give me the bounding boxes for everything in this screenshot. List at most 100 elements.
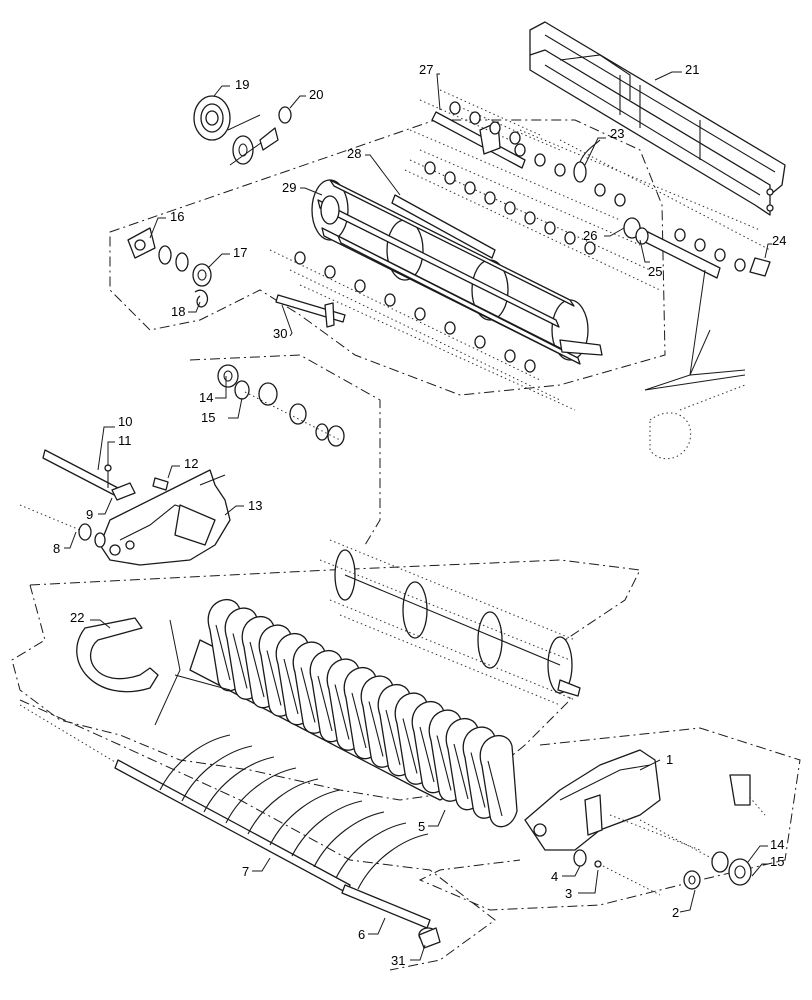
callouts: 1 2 3 4 5 6 7 8 9 10 11 12 13 xyxy=(53,62,786,968)
tine xyxy=(159,734,231,791)
callout-23: 23 xyxy=(610,126,624,141)
guide-rib-slot xyxy=(419,726,435,783)
leader-lines xyxy=(154,269,706,726)
ring xyxy=(584,241,596,255)
callout-4: 4 xyxy=(551,869,558,884)
ring xyxy=(554,163,566,177)
right-fastener-rows xyxy=(609,774,766,861)
callout-15-lower: 15 xyxy=(770,854,784,869)
guide-rib-slot xyxy=(300,667,316,723)
ring xyxy=(484,191,496,205)
tine xyxy=(225,767,297,824)
callout-16: 16 xyxy=(170,209,184,224)
guide-rib-slot xyxy=(232,633,248,689)
bracket-part-13 xyxy=(99,469,231,566)
callout-14-lower: 14 xyxy=(770,837,784,852)
spring-part-23 xyxy=(573,161,587,183)
shaft-part-6 xyxy=(341,884,431,929)
callout-25: 25 xyxy=(648,264,662,279)
guide-rib-slot xyxy=(385,709,401,766)
bolt-part-8 xyxy=(19,504,106,548)
ring xyxy=(534,153,546,167)
ring xyxy=(469,111,481,125)
callout-26: 26 xyxy=(583,228,597,243)
callout-29: 29 xyxy=(282,180,296,195)
ring xyxy=(594,183,606,197)
callout-19: 19 xyxy=(235,77,249,92)
guide-part-5 xyxy=(189,599,518,828)
guide-rib-slot xyxy=(368,701,384,757)
ring xyxy=(354,279,366,293)
shaft-part-10 xyxy=(42,449,123,499)
callout-17: 17 xyxy=(233,245,247,260)
callout-20: 20 xyxy=(309,87,323,102)
ring xyxy=(514,143,526,157)
hardware-part-16 xyxy=(127,227,189,272)
ghost-bracket xyxy=(644,329,746,460)
upper-rings xyxy=(294,101,746,373)
callout-13: 13 xyxy=(248,498,262,513)
callout-3: 3 xyxy=(565,886,572,901)
ring xyxy=(674,228,686,242)
bolt-part-3 xyxy=(594,860,661,896)
tine xyxy=(181,745,253,802)
ring xyxy=(734,258,746,272)
assembly-boundaries xyxy=(11,119,801,971)
ring xyxy=(414,307,426,321)
bracket-part-1 xyxy=(524,749,661,851)
callout-12: 12 xyxy=(184,456,198,471)
guide-rib-slot xyxy=(470,752,486,808)
ring xyxy=(714,248,726,262)
callout-5: 5 xyxy=(418,819,425,834)
callout-1: 1 xyxy=(666,752,673,767)
tine xyxy=(335,822,407,879)
callout-30: 30 xyxy=(273,326,287,341)
clip-part-24 xyxy=(749,257,771,277)
pin-part-12 xyxy=(152,477,169,491)
ring xyxy=(474,335,486,349)
frame-channel-part-21 xyxy=(529,21,786,216)
ring xyxy=(544,221,556,235)
drum-part-29 xyxy=(311,179,603,365)
ring xyxy=(564,231,576,245)
spacer-part-20 xyxy=(259,106,292,151)
ring xyxy=(524,359,536,373)
strap-part-22 xyxy=(76,617,159,693)
ring xyxy=(509,131,521,145)
tine xyxy=(313,811,385,868)
callout-28: 28 xyxy=(347,146,361,161)
guide-rib-slot xyxy=(317,675,333,732)
ring xyxy=(424,161,436,175)
plate-part-9 xyxy=(111,482,136,501)
ring xyxy=(504,349,516,363)
guide-rib-slot xyxy=(215,624,231,681)
guide-rib-slot xyxy=(249,641,265,698)
guide-rib-slot xyxy=(351,692,367,749)
bar-part-28 xyxy=(391,194,496,259)
ring xyxy=(384,293,396,307)
tine xyxy=(247,778,319,835)
ring xyxy=(324,265,336,279)
callout-18: 18 xyxy=(171,304,185,319)
washer-stack-upper xyxy=(217,364,345,447)
callout-11: 11 xyxy=(118,433,132,448)
guide-rib-slot xyxy=(487,760,503,817)
guide-rib-slot xyxy=(334,684,350,740)
washer-part-2 xyxy=(683,870,701,890)
guide-rib xyxy=(479,735,518,828)
ring xyxy=(444,321,456,335)
bearing-part-19 xyxy=(193,95,266,166)
guide-rib-slot xyxy=(453,743,469,800)
tine xyxy=(269,789,341,846)
callout-8: 8 xyxy=(53,541,60,556)
spacer-part-4 xyxy=(573,849,587,867)
tine xyxy=(203,756,275,813)
callout-6: 6 xyxy=(358,927,365,942)
guide-rib-slot xyxy=(402,718,418,774)
guide-rib-slot xyxy=(436,735,452,791)
bearing-part-14-lower xyxy=(711,851,752,886)
tine-rotor-assembly xyxy=(319,539,581,706)
ring xyxy=(464,181,476,195)
